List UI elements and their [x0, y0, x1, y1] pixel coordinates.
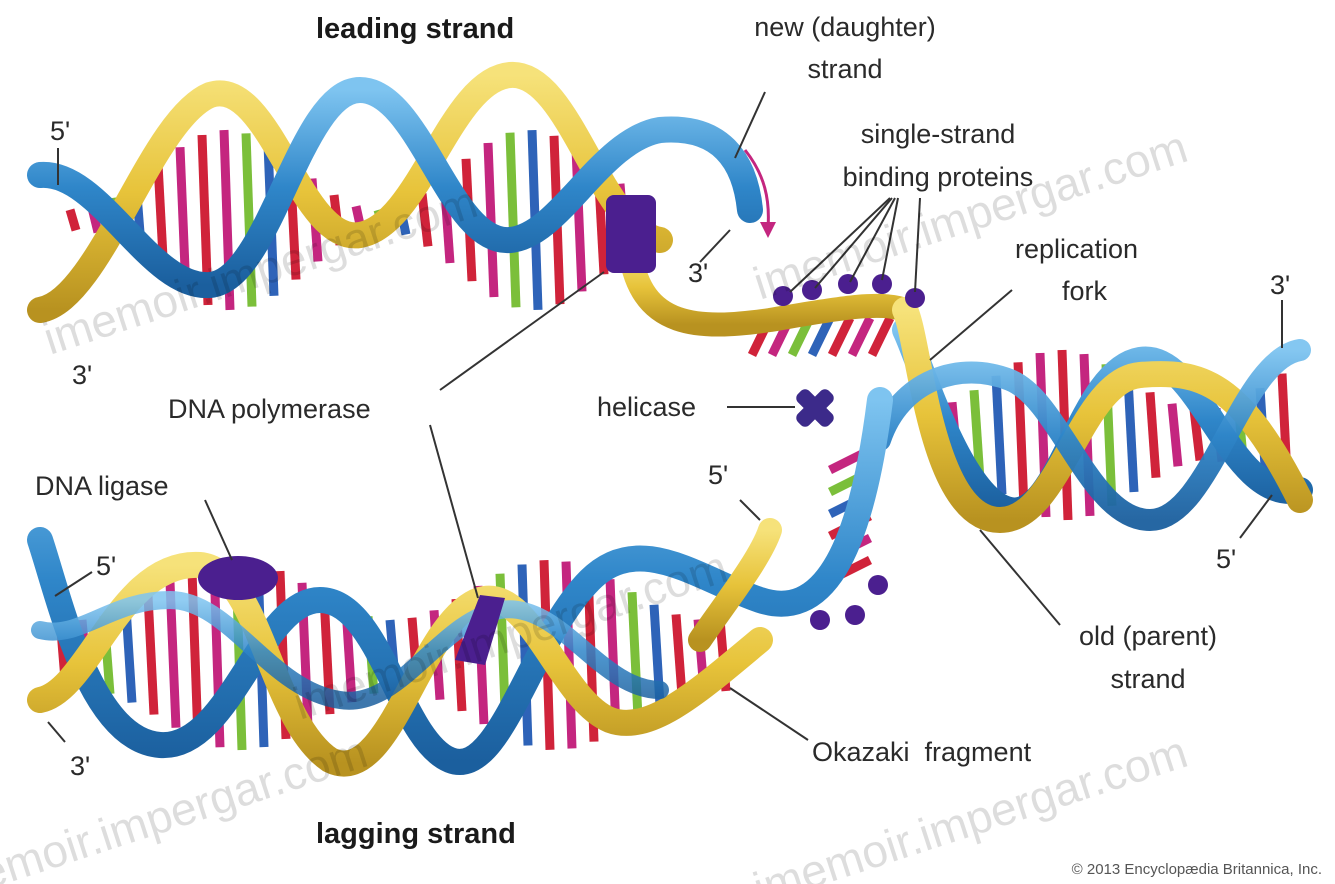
- base-pair-rung-parent: [1172, 404, 1178, 467]
- replication-fork-label-2: fork: [1062, 276, 1108, 306]
- helicase-label: helicase: [597, 392, 696, 422]
- end-5-top-left: 5': [50, 116, 70, 146]
- dna-ligase-label: DNA ligase: [35, 471, 169, 501]
- base-pair-rung-parent: [1128, 378, 1134, 492]
- unpaired-base: [872, 318, 890, 355]
- end-5-bottom-left: 5': [96, 551, 116, 581]
- dna-polymerase-leading: [606, 195, 656, 273]
- okazaki-fragment-label: Okazaki fragment: [812, 737, 1032, 767]
- dna-ligase: [198, 556, 278, 600]
- dna-polymerase-label: DNA polymerase: [168, 394, 371, 424]
- leading-strand-label: leading strand: [316, 13, 514, 45]
- base-pair-rung-parent: [1150, 392, 1156, 477]
- end-5-right: 5': [1216, 544, 1236, 574]
- replication-fork-label-1: replication: [1015, 234, 1138, 264]
- end-5-middle: 5': [708, 460, 728, 490]
- end-3-top-left: 3': [72, 360, 92, 390]
- copyright-credit: © 2013 Encyclopædia Britannica, Inc.: [1072, 861, 1322, 878]
- base-pair-rung-bottom: [676, 614, 682, 695]
- end-3-right: 3': [1270, 270, 1290, 300]
- unpaired-base: [852, 318, 870, 355]
- new-daughter-strand-label-2: strand: [807, 54, 882, 84]
- base-pair-rung-top: [70, 210, 76, 231]
- new-daughter-strand-label-1: new (daughter): [754, 12, 936, 42]
- base-pair-rung-parent: [996, 376, 1002, 495]
- unpaired-base: [832, 318, 850, 355]
- ssb-label-1: single-strand: [861, 119, 1016, 149]
- end-3-daughter: 3': [688, 258, 708, 288]
- old-parent-strand-label-2: strand: [1110, 664, 1185, 694]
- end-3-bottom-left: 3': [70, 751, 90, 781]
- base-pair-rung-bottom: [148, 595, 154, 714]
- lagging-strand-label: lagging strand: [316, 818, 516, 850]
- daughter-arrow-head: [760, 222, 776, 238]
- base-pair-rung-top: [510, 133, 516, 308]
- old-parent-strand-label-1: old (parent): [1079, 621, 1217, 651]
